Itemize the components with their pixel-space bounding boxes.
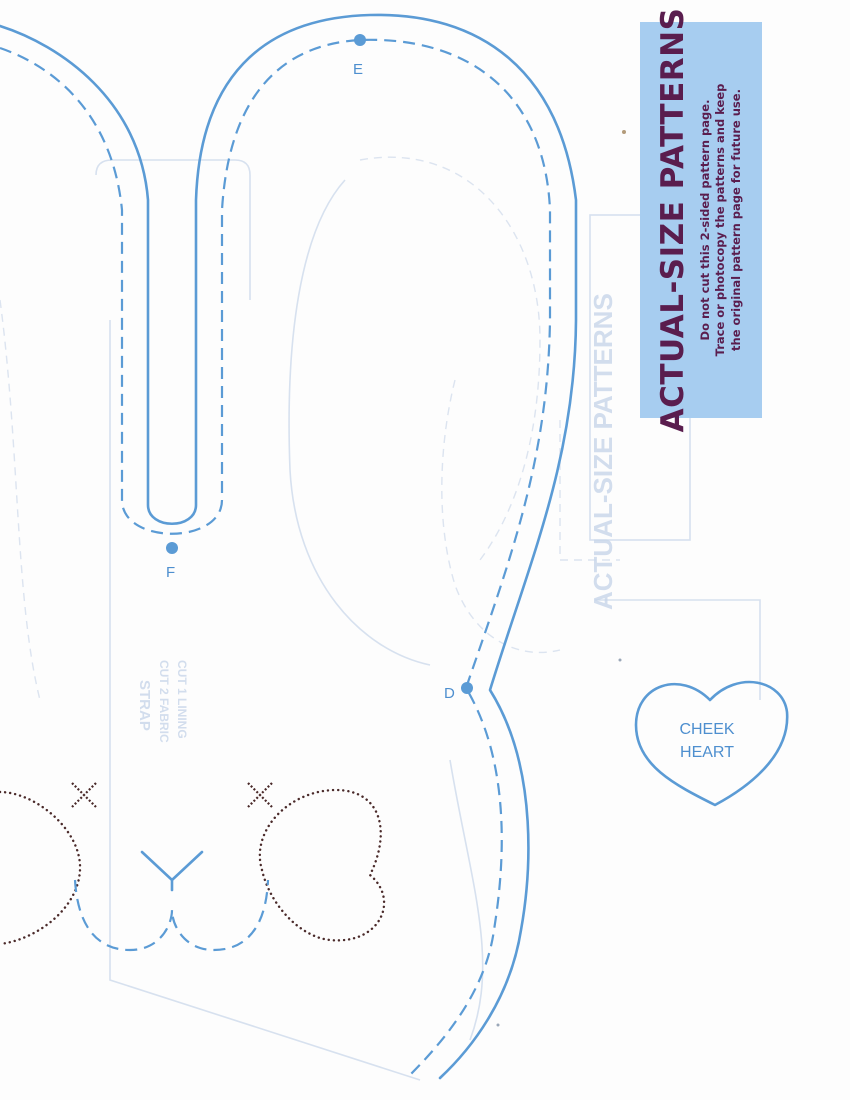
actual-size-banner: ACTUAL-SIZE PATTERNS Do not cut this 2-s… xyxy=(640,8,762,433)
cheek-heart-outline xyxy=(634,680,789,807)
right-cheek-stitch-line xyxy=(258,788,386,942)
nose-mark xyxy=(140,850,204,892)
mouth-seam-line xyxy=(73,879,270,952)
point-d-label: D xyxy=(444,685,455,702)
bleed-through-outline xyxy=(288,179,431,666)
bleed-through-title: ACTUAL-SIZE PATTERNS xyxy=(588,293,618,610)
bleed-through-outline xyxy=(449,759,484,1041)
bleed-through-artwork: STRAP CUT 2 FABRIC CUT 1 LINING ACTUAL-S… xyxy=(0,156,761,1081)
left-ear-seam-line xyxy=(0,38,552,1079)
speck xyxy=(618,658,622,662)
left-ear-cut-line xyxy=(0,13,578,1080)
left-cheek-stitch-line xyxy=(0,790,82,946)
bleed-through-outline xyxy=(359,156,541,561)
bleed-through-outline xyxy=(95,159,251,300)
point-f-marker xyxy=(166,542,178,554)
banner-note-line3: the original pattern page for future use… xyxy=(728,89,743,351)
banner-content: ACTUAL-SIZE PATTERNS Do not cut this 2-s… xyxy=(640,8,762,433)
bleed-through-label: STRAP xyxy=(136,680,153,731)
bleed-through-outline xyxy=(441,379,561,654)
left-eye-marker xyxy=(71,782,97,808)
point-d-marker xyxy=(461,682,473,694)
point-e-marker xyxy=(354,34,366,46)
speck xyxy=(622,130,626,134)
cheek-heart-label-line1: CHEEK xyxy=(679,721,734,738)
right-eye-marker xyxy=(247,782,273,808)
banner-note-line1: Do not cut this 2-sided pattern page. xyxy=(697,99,712,341)
bleed-through-outline xyxy=(559,420,620,561)
bleed-through-label: CUT 1 LINING xyxy=(175,660,189,739)
bleed-through-label: CUT 2 FABRIC xyxy=(157,660,171,743)
cheek-heart-label-line2: HEART xyxy=(680,744,734,761)
bleed-through-outline xyxy=(0,299,41,701)
point-f-label: F xyxy=(166,564,175,581)
banner-title: ACTUAL-SIZE PATTERNS xyxy=(654,7,691,433)
bleed-through-outline xyxy=(595,599,761,700)
banner-note-line2: Trace or photocopy the patterns and keep xyxy=(713,83,728,357)
point-e-label: E xyxy=(353,61,363,78)
speck xyxy=(496,1023,500,1027)
bleed-through-outline xyxy=(109,320,421,1081)
